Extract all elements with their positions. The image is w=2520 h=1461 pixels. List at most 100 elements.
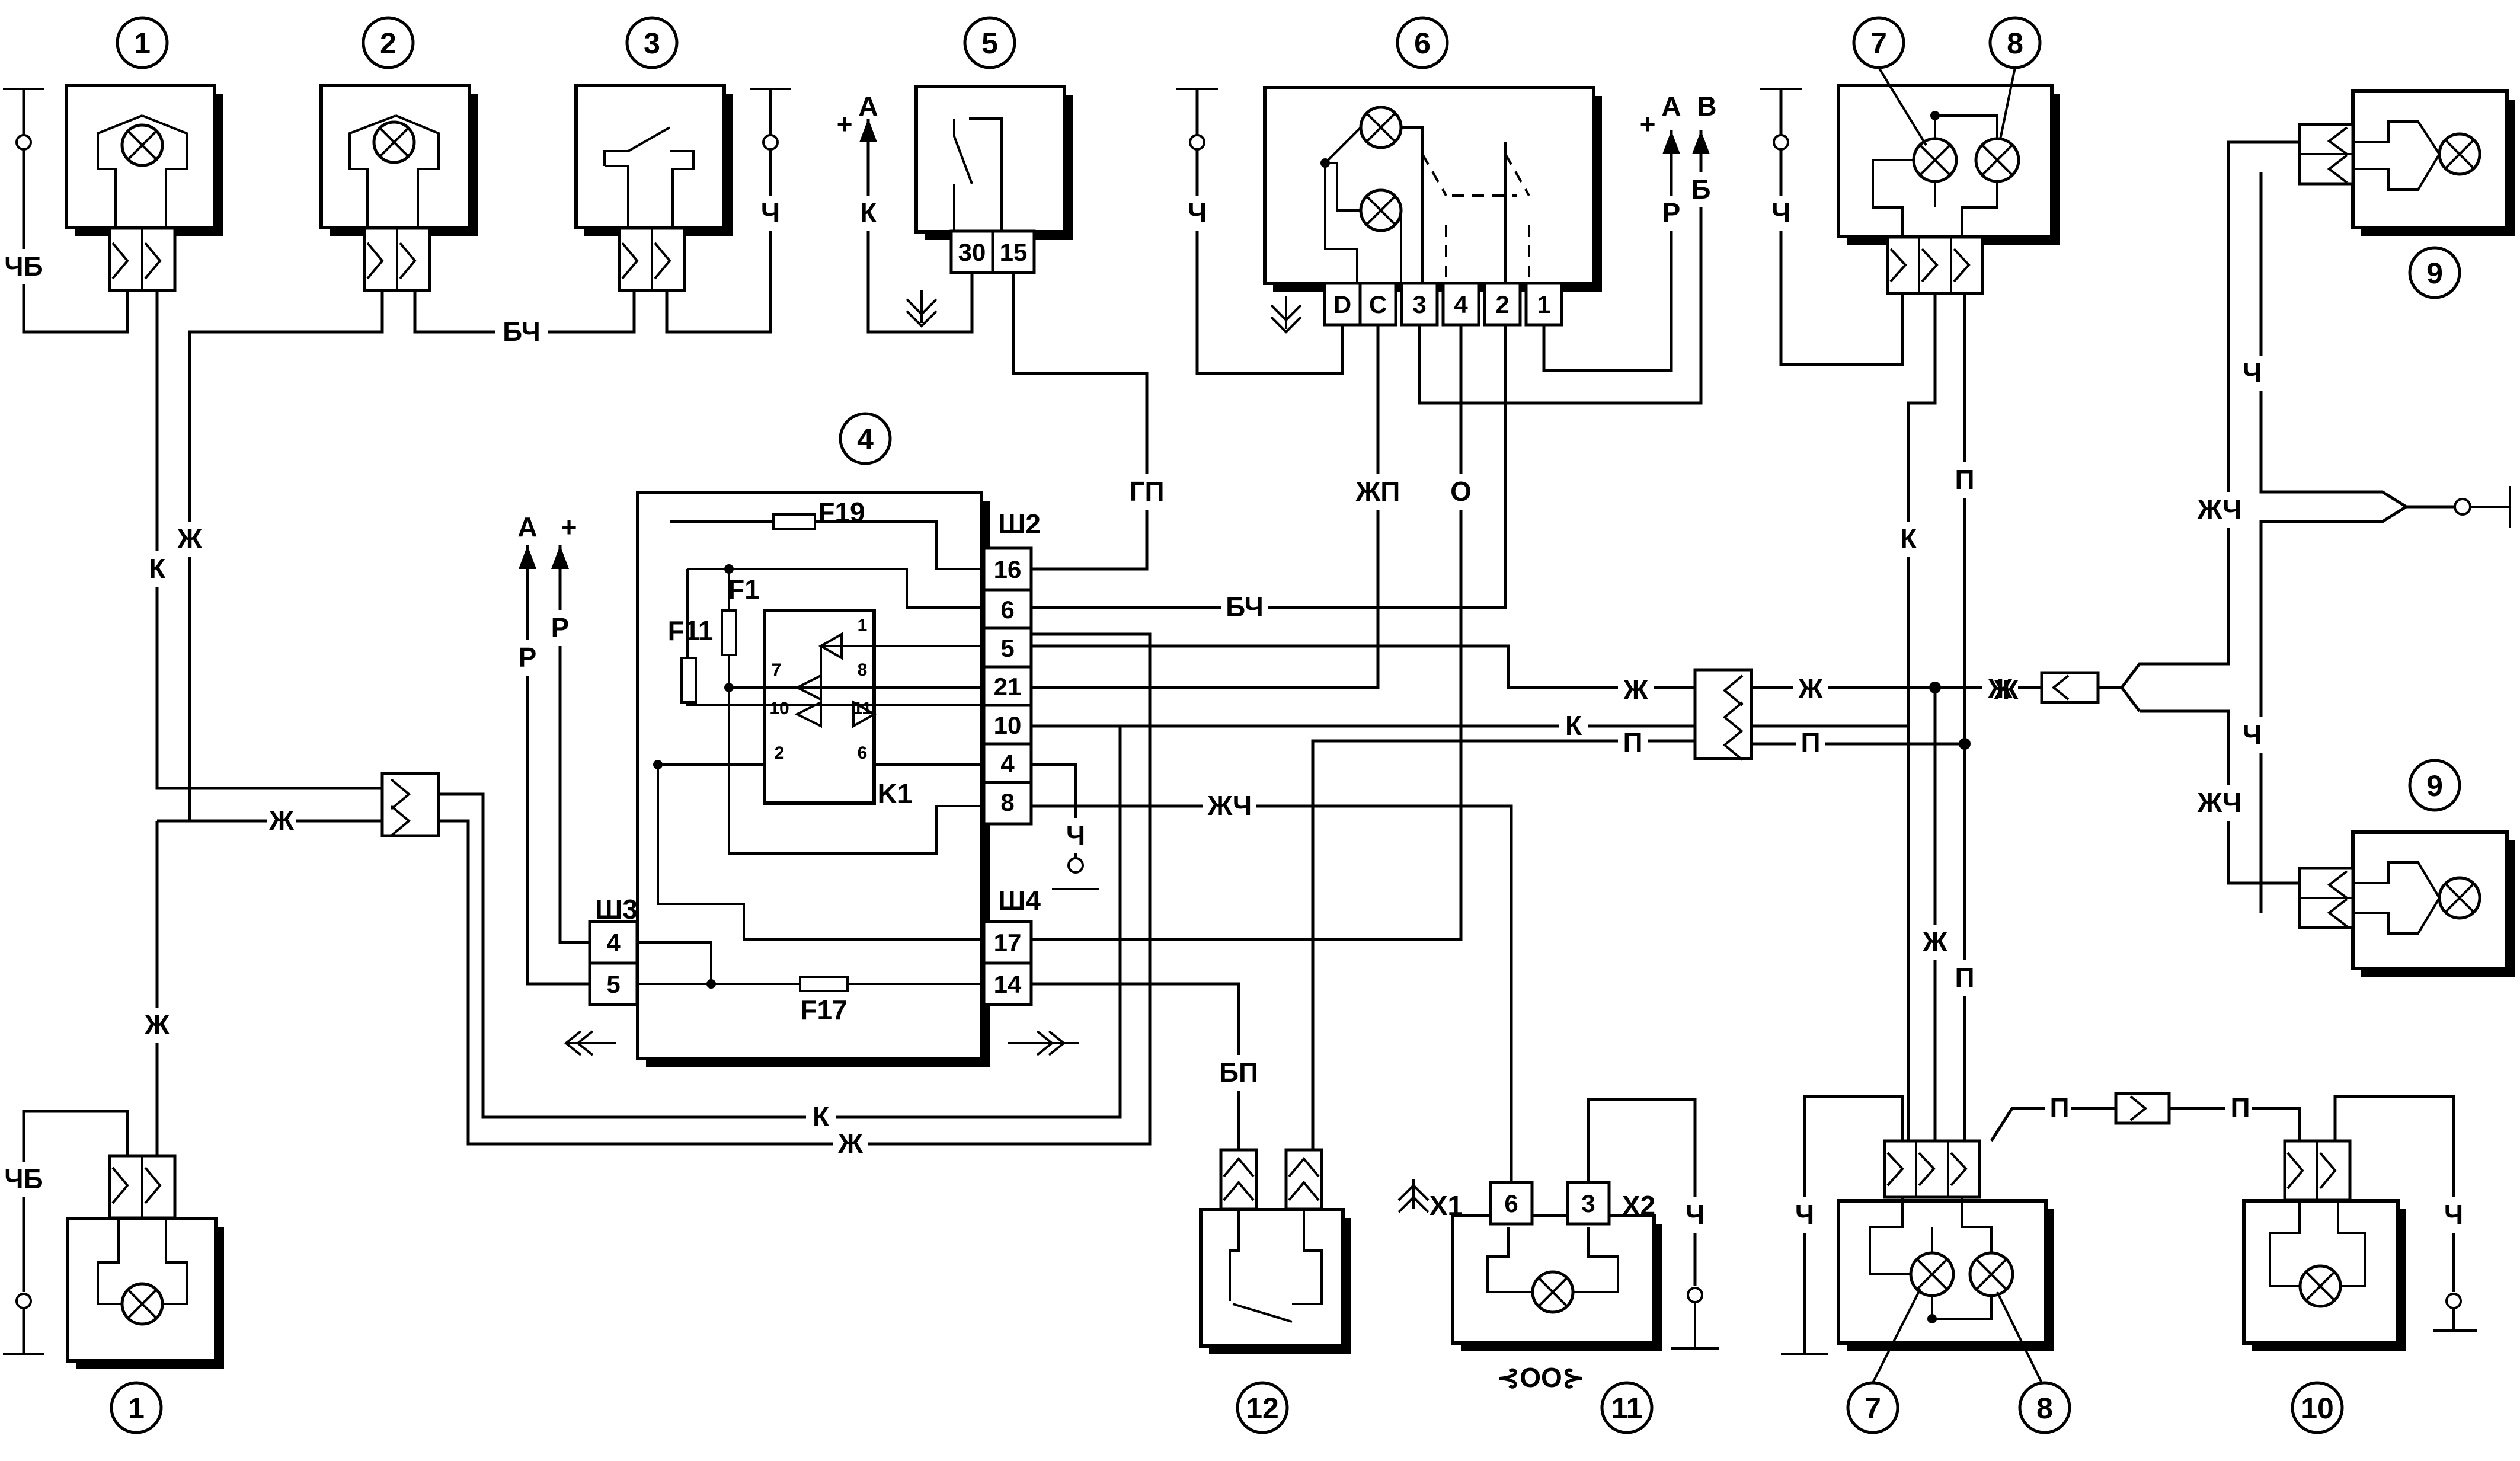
wire-label-b: Б (1691, 174, 1710, 204)
svg-text:1: 1 (128, 1392, 145, 1425)
svg-text:B: B (1697, 91, 1716, 122)
fog-light-icon: ⊰OO⊱ (1497, 1362, 1585, 1393)
svg-text:1: 1 (1537, 290, 1550, 318)
svg-text:5: 5 (1000, 634, 1014, 662)
wire-label-chb: ЧБ (4, 251, 43, 282)
wire-label-p: П (1801, 727, 1820, 757)
lamp-9-top (2298, 89, 2515, 236)
svg-text:4: 4 (1000, 750, 1015, 778)
lamp-9-bottom (2298, 830, 2515, 977)
wire-label-bp: БП (1219, 1057, 1258, 1088)
wire-label-zh: Ж (268, 805, 294, 836)
block4-sh3-pins: 4 5 (588, 920, 639, 1006)
wires (3, 88, 2511, 1355)
svg-text:6: 6 (858, 743, 868, 763)
svg-text:4: 4 (857, 423, 874, 456)
component-label-9-bottom: 9 (2408, 759, 2461, 812)
component-label-11: 11 (1600, 1381, 1654, 1434)
component-label-12: 12 (1236, 1381, 1289, 1434)
svg-text:6: 6 (1414, 27, 1431, 60)
wire-label-ch: Ч (2243, 719, 2262, 750)
svg-text:5: 5 (981, 27, 998, 60)
wire-label-zhch: ЖЧ (2197, 787, 2241, 818)
wire-label-zhch: ЖЧ (1207, 790, 1252, 821)
wire-label-r: Р (551, 612, 570, 643)
wire-label-zh: Ж (1993, 674, 2019, 705)
wire-label-ch: Ч (1188, 197, 1207, 228)
component-label-6: 6 (1396, 16, 1449, 69)
svg-text:A: A (1661, 91, 1681, 122)
component-label-1-top: 1 (116, 16, 169, 69)
component-label-9-top: 9 (2408, 246, 2461, 299)
component-label-5: 5 (963, 16, 1016, 69)
fuse-f1: F1 (721, 574, 760, 656)
svg-text:7: 7 (1865, 1392, 1881, 1425)
lamp-11: 6 3 X1 X2 ⊰OO⊱ (1430, 1181, 1662, 1393)
svg-text:2: 2 (1495, 290, 1509, 318)
svg-text:A: A (517, 511, 537, 542)
mounting-block-4: Ш2 Ш3 Ш4 16 6 5 21 10 4 8 17 14 (564, 491, 1079, 1067)
svg-text:30: 30 (958, 238, 986, 266)
wire-label-ch: Ч (1066, 820, 1085, 851)
svg-text:2: 2 (775, 743, 785, 763)
wire-label-r: Р (519, 642, 537, 673)
svg-text:+: + (1640, 108, 1656, 139)
svg-text:21: 21 (994, 673, 1022, 701)
lamp-1-bottom (66, 1154, 224, 1369)
svg-text:X1: X1 (1430, 1190, 1463, 1221)
wire-label-ch: Ч (1771, 197, 1790, 228)
svg-text:D: D (1333, 290, 1351, 318)
component-label-1-bottom: 1 (110, 1381, 163, 1434)
fuse-f11: F11 (668, 615, 714, 704)
wire-label-bch: БЧ (503, 316, 541, 347)
switch-3 (574, 84, 733, 292)
component-label-10: 10 (2291, 1381, 2344, 1434)
svg-text:12: 12 (1246, 1392, 1279, 1425)
switch6-pins: D C 3 4 2 1 (1323, 282, 1563, 327)
svg-text:F11: F11 (668, 615, 714, 646)
svg-text:1: 1 (858, 616, 868, 635)
wire-label-zhch: ЖЧ (2197, 494, 2241, 525)
relay-5: 30 15 (914, 85, 1073, 274)
wire-label-zh: Ж (177, 523, 202, 554)
wire-label-k: К (149, 553, 166, 584)
svg-text:+: + (837, 108, 853, 139)
svg-text:+: + (561, 511, 577, 542)
block4-sh4-pins: 17 14 (982, 920, 1033, 1006)
wire-label-k: К (813, 1101, 830, 1132)
svg-text:14: 14 (994, 970, 1022, 998)
svg-text:8: 8 (858, 660, 868, 680)
component-label-3: 3 (625, 16, 679, 69)
svg-text:10: 10 (769, 699, 789, 718)
svg-text:3: 3 (1412, 290, 1426, 318)
wire-label-r: Р (1662, 197, 1681, 228)
component-label-4: 4 (839, 412, 892, 465)
switch-12 (1199, 1148, 1351, 1354)
lamp-2 (319, 84, 478, 292)
svg-text:7: 7 (1870, 27, 1887, 60)
svg-text:2: 2 (380, 27, 396, 60)
wire-label-ch: Ч (2444, 1199, 2463, 1230)
svg-text:1: 1 (134, 27, 151, 60)
svg-text:8: 8 (2036, 1392, 2053, 1425)
wire-label-ch: Ч (2243, 357, 2262, 388)
svg-text:8: 8 (1000, 788, 1014, 816)
wire-label-p: П (1955, 464, 1974, 495)
lamp-1-top (65, 84, 223, 292)
wire-label-set: ЧБ ЧБ БЧ Ч К Ж Ж Ж К A + ГП ЖП О Ч Р Б A… (4, 91, 2465, 1233)
svg-text:Ш4: Ш4 (998, 885, 1041, 916)
svg-text:6: 6 (1504, 1190, 1518, 1217)
wire-label-ch: Ч (1686, 1199, 1704, 1230)
svg-text:9: 9 (2426, 257, 2443, 290)
wire-label-zh: Ж (837, 1128, 863, 1159)
svg-text:9: 9 (2426, 769, 2443, 803)
wire-label-bch: БЧ (1226, 592, 1264, 622)
wire-label-k: К (1565, 710, 1582, 741)
svg-text:F19: F19 (818, 497, 865, 528)
fuse-f17: F17 (799, 976, 849, 1025)
wire-label-zh: Ж (1798, 673, 1823, 704)
svg-text:15: 15 (1000, 238, 1028, 266)
wire-label-zh: Ж (144, 1009, 170, 1040)
svg-text:X2: X2 (1622, 1190, 1655, 1221)
